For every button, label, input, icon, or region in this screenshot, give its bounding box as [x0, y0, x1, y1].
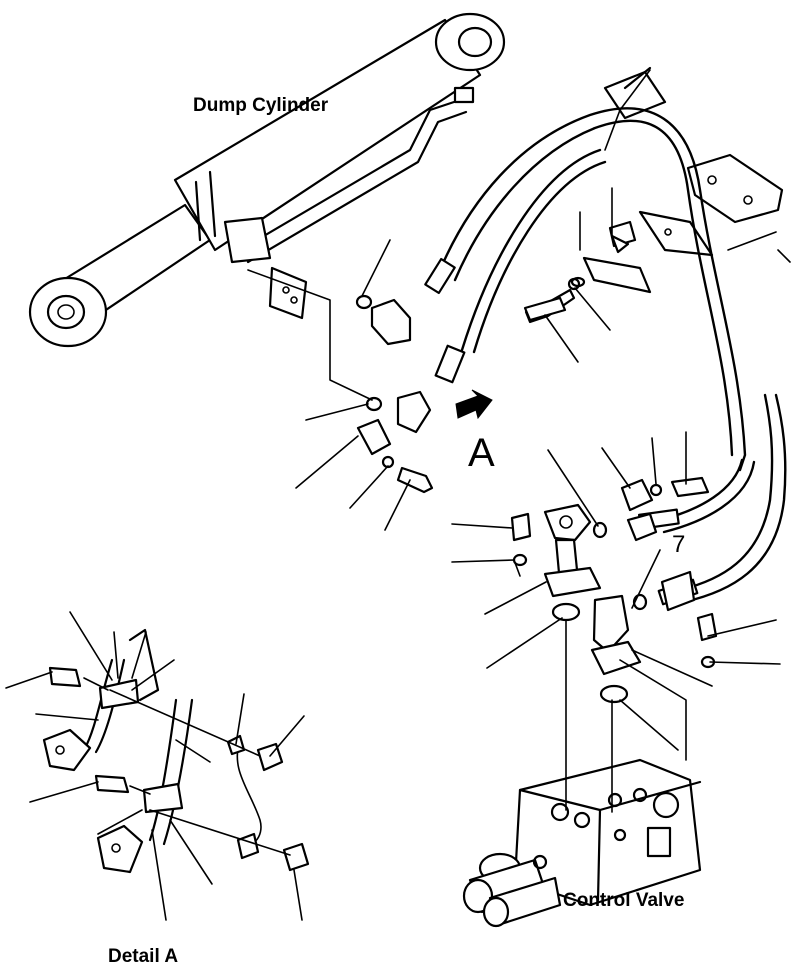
view-arrow-a [455, 389, 493, 420]
hose-bracket [524, 66, 784, 324]
dump-cylinder-label: Dump Cylinder [193, 95, 329, 116]
detail-a-view [42, 628, 310, 874]
fasteners [355, 234, 718, 669]
detail-a-label: Detail A [108, 946, 178, 962]
hydraulic-hoses [370, 107, 787, 612]
leader-lines [5, 69, 791, 921]
flange-fittings [543, 503, 642, 704]
control-valve [462, 758, 702, 928]
dump-cylinder [28, 12, 506, 348]
control-valve-label: Control Valve [563, 890, 684, 911]
hose-index-label: 7 [672, 531, 685, 558]
detail-view-marker: A [468, 431, 495, 475]
